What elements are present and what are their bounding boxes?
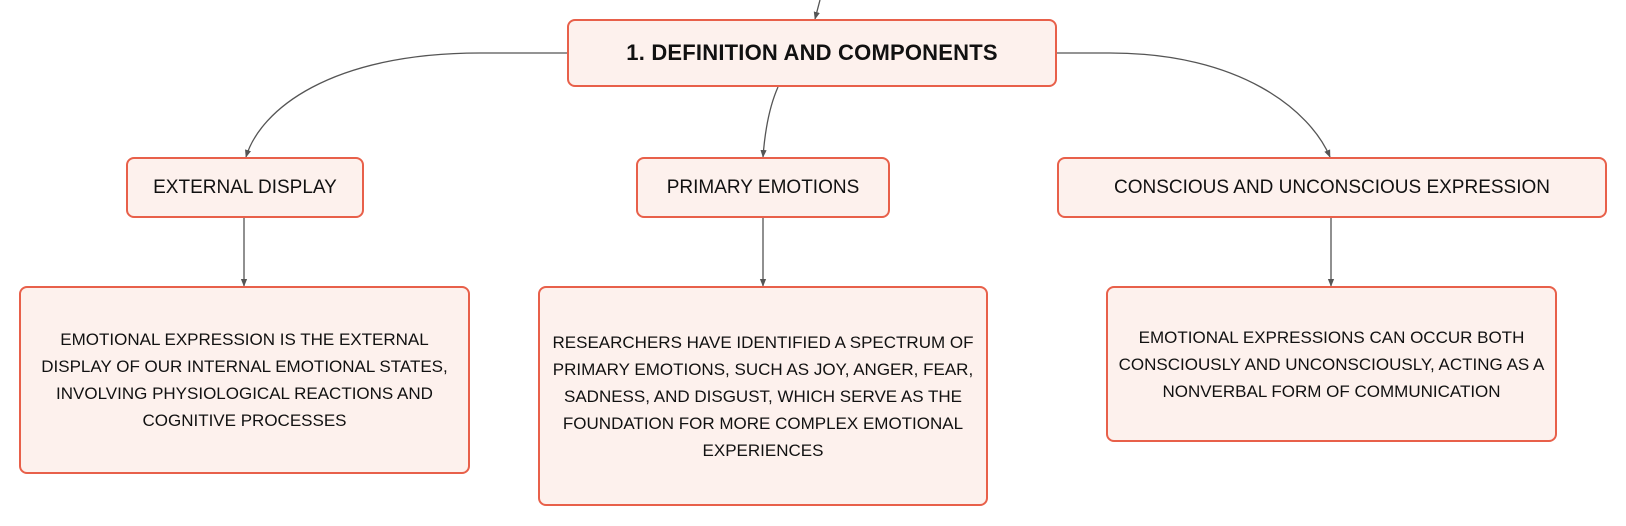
detail-node-external-display[interactable]: EMOTIONAL EXPRESSION IS THE EXTERNAL DIS… [19,286,470,474]
detail-node-text: EMOTIONAL EXPRESSION IS THE EXTERNAL DIS… [41,330,448,430]
connector-root-to-conscious [1057,52,1331,158]
root-node[interactable]: 1. DEFINITION AND COMPONENTS [567,19,1057,87]
detail-node-primary-emotions[interactable]: RESEARCHERS HAVE IDENTIFIED A SPECTRUM O… [538,286,988,506]
topic-node-primary-emotions[interactable]: PRIMARY EMOTIONS [636,157,890,218]
topic-node-label: CONSCIOUS AND UNCONSCIOUS EXPRESSION [1113,176,1551,198]
detail-node-text: RESEARCHERS HAVE IDENTIFIED A SPECTRUM O… [552,332,974,460]
root-node-label: 1. DEFINITION AND COMPONENTS [626,40,998,65]
topic-node-conscious-expression[interactable]: CONSCIOUS AND UNCONSCIOUS EXPRESSION [1057,157,1607,218]
connector-root-to-external [245,52,567,158]
detail-node-conscious-expression[interactable]: EMOTIONAL EXPRESSIONS CAN OCCUR BOTH CON… [1106,286,1557,442]
topic-node-external-display[interactable]: EXTERNAL DISPLAY [126,157,364,218]
connector-from-parent [813,0,821,20]
topic-node-label: PRIMARY EMOTIONS [666,176,860,198]
topic-node-label: EXTERNAL DISPLAY [153,176,337,198]
connector-root-to-primary [760,86,779,158]
detail-node-text: EMOTIONAL EXPRESSIONS CAN OCCUR BOTH CON… [1118,327,1545,401]
